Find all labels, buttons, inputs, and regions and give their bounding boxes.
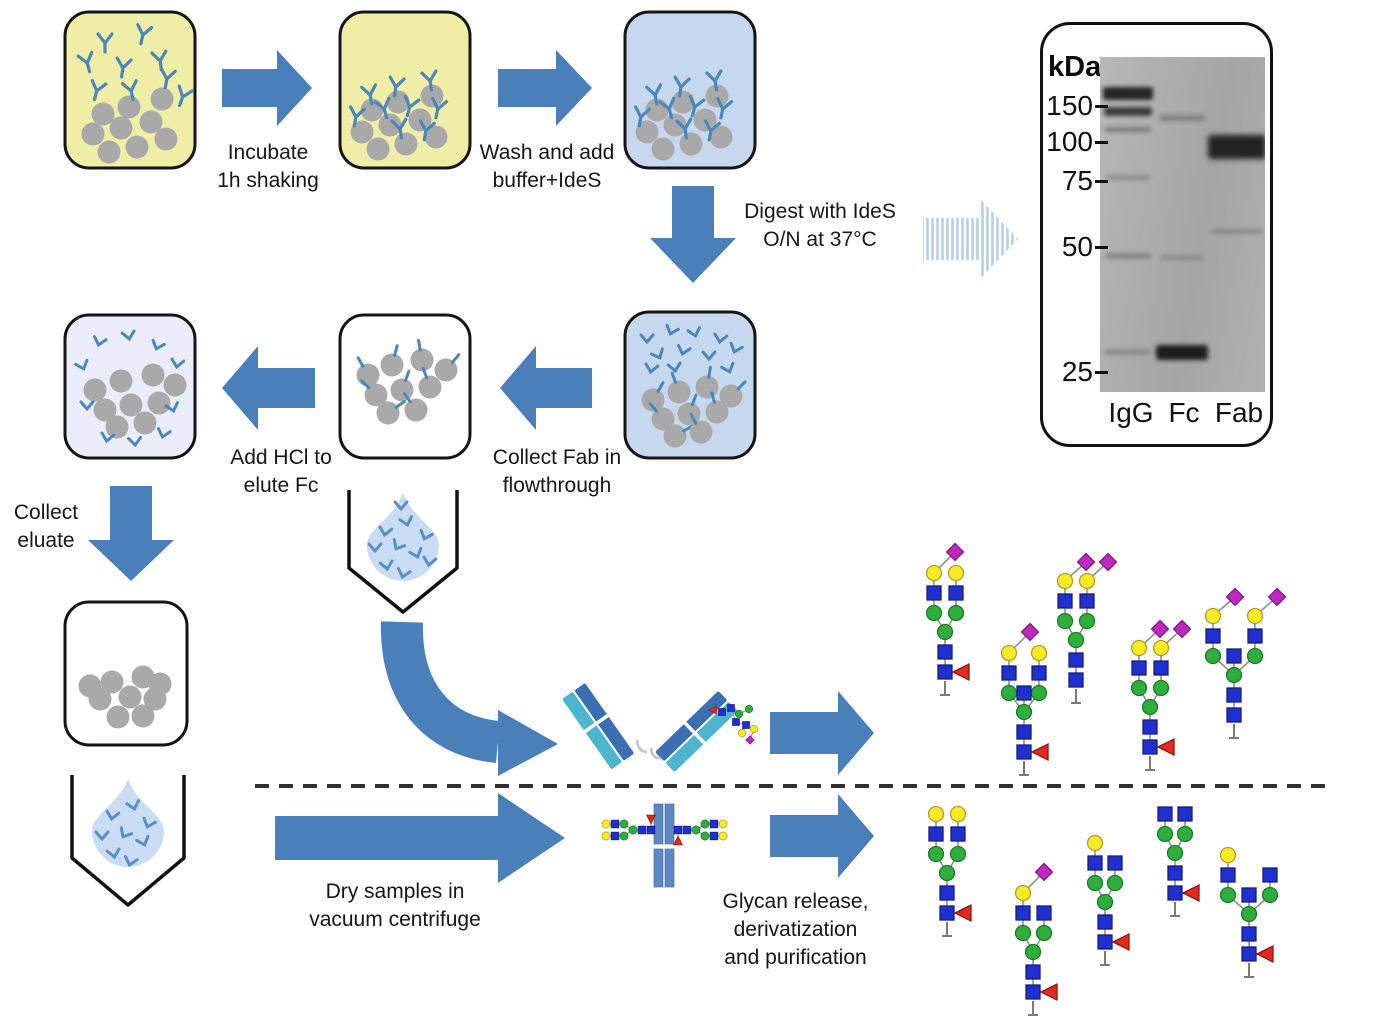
gel-band [1156,345,1208,360]
gel-band [1212,229,1262,234]
fc-glycan-1 [927,805,972,937]
gel-lane-label: IgG [1108,397,1154,428]
gel-unit-label: kDa [1048,51,1102,83]
label-add-hcl: Add HCl to elute Fc [230,446,332,498]
gel-band [1105,349,1151,355]
fc-glycan-5 [1219,846,1279,978]
tube-fc-on-beads [338,313,472,460]
arrow-digest [650,186,736,283]
arrow-dry-samples [275,793,565,883]
gel-marker-label: 100 [1046,126,1093,157]
gel-marker-tick [1095,141,1108,144]
funnel-fab-collection [347,490,459,614]
label-glycan-release: Glycan release, derivatization and purif… [722,890,869,970]
fab-attached-glycan [707,704,759,745]
tube-antibody-bound [338,10,472,170]
gel-marker-label: 75 [1061,165,1093,196]
sample-tubes [63,10,757,747]
gel-band [1208,135,1265,159]
tube-digested [623,310,757,460]
arrow-collect-fab [500,346,592,430]
fc-glycan-3 [1086,834,1130,966]
gel-band [1105,253,1151,259]
eluate-droplets [92,493,439,868]
label-wash: Wash and add buffer+IdeS [479,141,615,193]
gel-marker-tick [1095,105,1108,108]
gel-marker-tick [1095,246,1108,249]
droplet-fab-flowthrough [367,493,439,581]
fc-peptide-glycan-left [601,814,656,841]
fc-glycan-4 [1156,806,1200,917]
fab-glycan-3 [1056,552,1118,704]
gel-marker-label: 25 [1061,356,1093,387]
gel-band [1106,175,1150,180]
arrow-add-hcl [222,346,315,430]
fc-fragment-illustration [650,803,679,888]
fc-glycan-2 [1014,862,1058,1016]
arrow-curved-fab [380,621,558,776]
fc-peptide-glycan-right [673,819,728,846]
hinge-icon [635,739,662,760]
label-collect-fab: Collect Fab in flowthrough [492,446,622,498]
fab-fragments-illustration [562,683,737,772]
label-collect-eluate: Collect eluate [13,501,79,553]
glycan-structures [601,542,1287,1016]
gel-band [1159,115,1205,121]
tube-beads-spent [63,600,189,747]
gel-band [1104,107,1152,116]
label-dry-samples: Dry samples in vacuum centrifuge [309,880,481,932]
tube-antibody-bead-mix [63,10,197,170]
arrow-incubate [222,50,312,126]
gel-marker-tick [1095,371,1108,374]
gel-marker-label: 150 [1046,90,1093,121]
gel-band [1105,127,1151,132]
arrow-glycan-release [770,794,874,878]
droplet-fc-eluate [92,779,164,868]
gel-image [1100,57,1265,392]
label-incubate: Incubate 1h shaking [217,141,319,193]
gel-band [1160,255,1204,260]
arrow-wash [498,50,592,126]
gel-lane-label: Fab [1214,397,1264,428]
fab-glycan-1 [925,542,970,696]
arrow-to-gel-striped [923,199,1018,279]
label-digest: Digest with IdeS O/N at 37°C [744,200,896,252]
fab-glycan-5 [1204,587,1287,739]
gel-lane-label: Fc [1168,397,1200,428]
gel-band [1103,87,1153,100]
funnel-fc-collection [70,775,186,907]
gel-marker-label: 50 [1061,231,1093,262]
tube-hcl-eluted [63,313,197,460]
fab-glycan-2 [1000,622,1049,776]
tube-washed-ides [623,10,757,170]
arrow-collect-eluate [88,486,174,581]
gel-marker-tick [1095,180,1108,183]
arrow-fab-to-glycans [770,691,874,775]
fab-glycan-4 [1130,619,1192,771]
